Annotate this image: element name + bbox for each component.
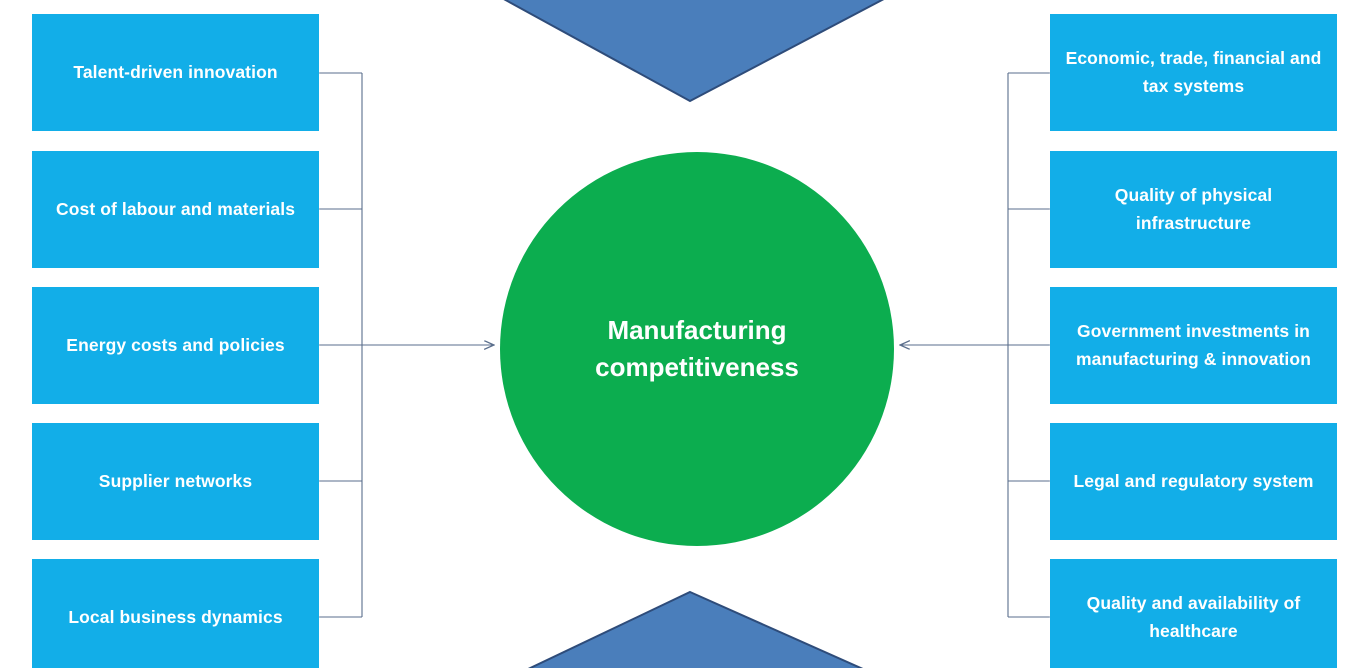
factor-box-left-1[interactable]: Talent-driven innovation (32, 14, 319, 131)
factor-box-left-2[interactable]: Cost of labour and materials (32, 151, 319, 268)
center-node-circle[interactable]: Manufacturing competitiveness (500, 152, 894, 546)
right-connector-bracket (1007, 72, 1050, 618)
factor-label: Legal and regulatory system (1073, 470, 1314, 491)
factor-label: Economic, trade, financial and tax syste… (1065, 48, 1322, 96)
factor-box-right-5[interactable]: Quality and availability of healthcare (1050, 559, 1337, 668)
factor-label: Local business dynamics (68, 606, 283, 627)
factor-label: Quality of physical infrastructure (1114, 185, 1273, 233)
left-connector-bracket (319, 72, 363, 618)
factor-box-right-3[interactable]: Government investments in manufacturing … (1050, 287, 1337, 404)
factor-label: Government investments in manufacturing … (1076, 321, 1311, 369)
factor-label: Supplier networks (98, 470, 253, 491)
factor-box-right-4[interactable]: Legal and regulatory system (1050, 423, 1337, 540)
center-node-line-2: competitiveness (595, 352, 799, 382)
center-node-label: Manufacturing competitiveness (595, 312, 799, 386)
factor-box-right-1[interactable]: Economic, trade, financial and tax syste… (1050, 14, 1337, 131)
center-node-line-1: Manufacturing (607, 315, 787, 346)
factor-box-left-5[interactable]: Local business dynamics (32, 559, 319, 668)
factor-box-right-2[interactable]: Quality of physical infrastructure (1050, 151, 1337, 268)
factor-label: Talent-driven innovation (73, 61, 278, 82)
factor-label: Quality and availability of healthcare (1086, 593, 1301, 641)
factor-box-left-4[interactable]: Supplier networks (32, 423, 319, 540)
factor-label: Cost of labour and materials (55, 198, 296, 219)
factor-label: Energy costs and policies (66, 334, 285, 355)
factor-box-left-3[interactable]: Energy costs and policies (32, 287, 319, 404)
